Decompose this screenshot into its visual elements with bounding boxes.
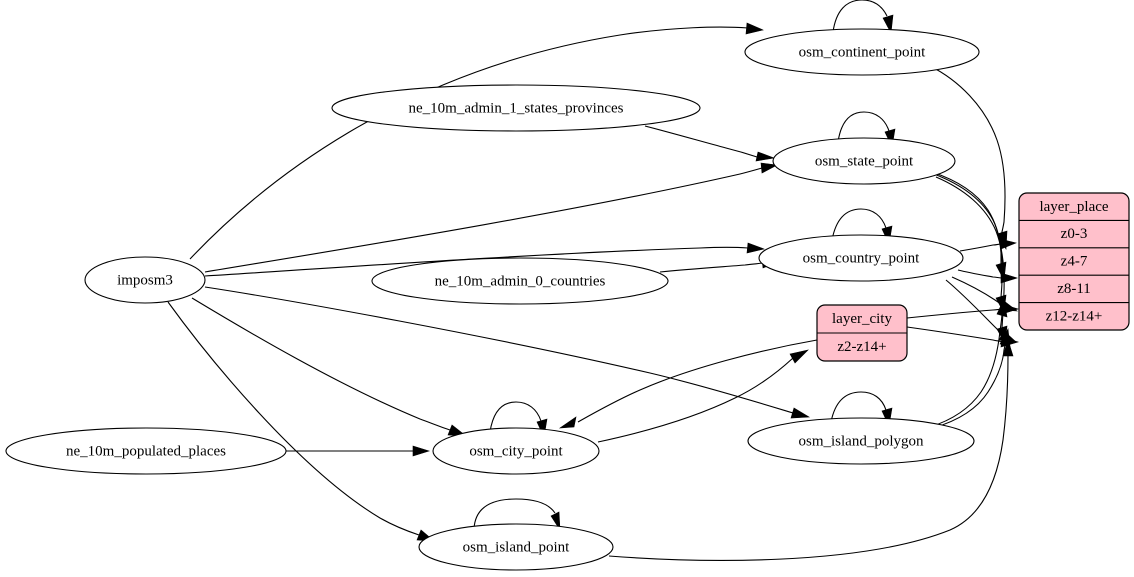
edge-osm_island_point-self-loop[interactable] <box>473 498 561 532</box>
record-layer_place[interactable]: layer_place z0-3 z4-7 z8-11 z12-z14+ <box>1018 192 1130 331</box>
edge-layer_city-to-osm_city_point[interactable] <box>558 339 818 429</box>
edge-imposm3-to-osm_state_point[interactable] <box>204 162 778 273</box>
node-osm_country_point[interactable]: osm_country_point <box>758 234 964 282</box>
edge-imposm3-to-osm_island_point[interactable] <box>167 301 435 542</box>
edge-osm_state_point-to-layer_place-z8-11[interactable] <box>933 173 1007 314</box>
edge-ne_10m_admin_1_states_provinces-to-osm_state_point[interactable] <box>644 125 776 162</box>
node-imposm3[interactable]: imposm3 <box>84 256 206 304</box>
edge-imposm3-to-osm_city_point[interactable] <box>191 297 467 437</box>
node-ne_10m_admin_0_countries[interactable]: ne_10m_admin_0_countries <box>371 257 669 305</box>
edge-osm_city_point-to-layer_city-z2-z14[interactable] <box>597 349 809 443</box>
node-osm_island_point[interactable]: osm_island_point <box>418 523 614 571</box>
edge-layer <box>167 0 1020 561</box>
node-ne_10m_admin_1_states_provinces[interactable]: ne_10m_admin_1_states_provinces <box>331 84 701 132</box>
edge-imposm3-to-osm_continent_point[interactable] <box>189 22 764 260</box>
node-ne_10m_populated_places[interactable]: ne_10m_populated_places <box>5 427 287 475</box>
edge-osm_island_polygon-to-layer_place-z8-11[interactable] <box>929 297 1008 428</box>
node-osm_state_point[interactable]: osm_state_point <box>772 137 956 185</box>
edge-osm_continent_point-self-loop[interactable] <box>832 0 894 34</box>
edge-osm_country_point-to-layer_place-z4-7[interactable] <box>957 269 1019 284</box>
edge-imposm3-to-osm_island_polygon[interactable] <box>204 286 810 419</box>
edge-ne_10m_populated_places-to-osm_city_point[interactable] <box>286 445 431 457</box>
node-osm_city_point[interactable]: osm_city_point <box>432 427 600 475</box>
edge-osm_country_point-to-layer_place-z0-3[interactable] <box>959 238 1017 252</box>
node-osm_island_polygon[interactable]: osm_island_polygon <box>747 417 975 465</box>
record-layer_city[interactable]: layer_city z2-z14+ <box>816 304 908 362</box>
node-layer: imposm3 ne_10m_admin_1_states_provinces … <box>5 28 980 571</box>
node-osm_continent_point[interactable]: osm_continent_point <box>744 28 980 76</box>
edge-imposm3-to-osm_country_point[interactable] <box>204 242 766 277</box>
edge-osm_island_point-to-layer_place-z12-z14[interactable] <box>608 338 1014 561</box>
